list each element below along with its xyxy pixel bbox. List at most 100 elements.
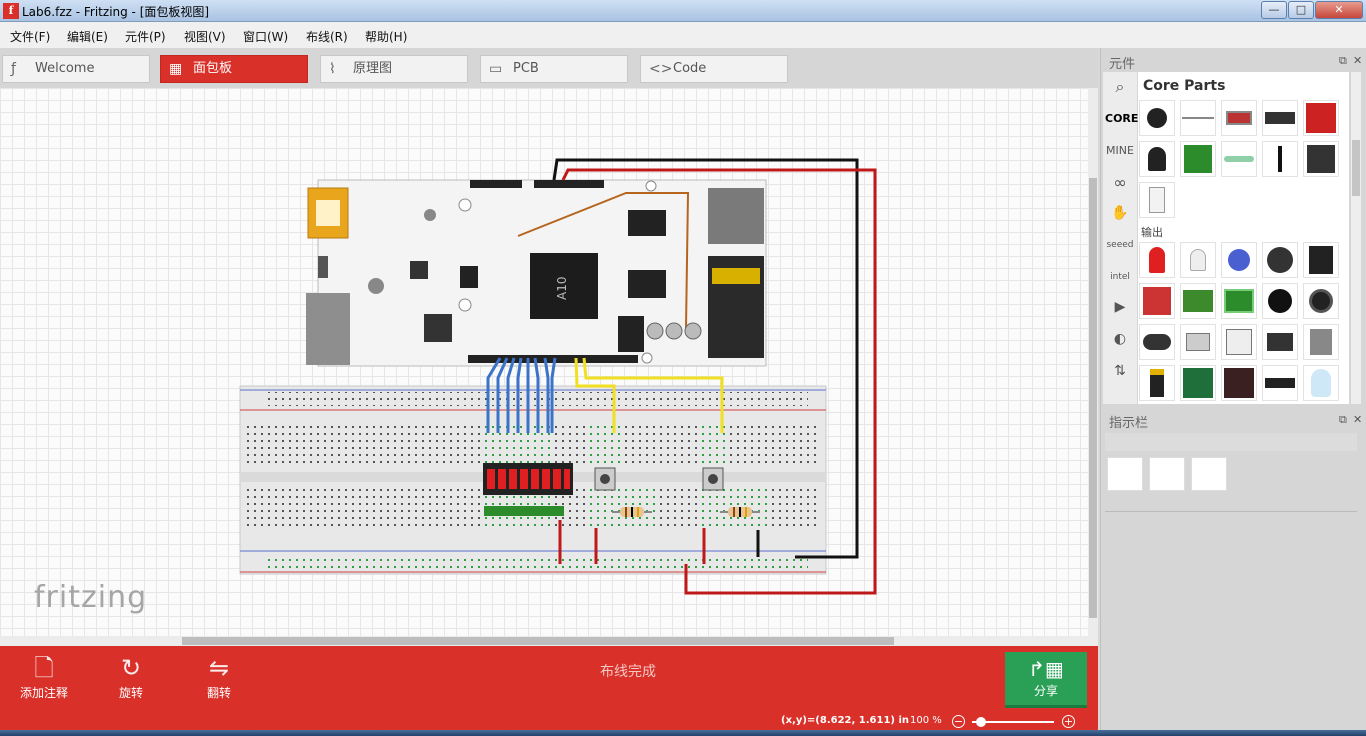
part-bulb[interactable]	[1303, 365, 1339, 401]
part-coil[interactable]	[1139, 324, 1175, 360]
view-tabs: ƒ Welcome ▦ 面包板 ⌇ 原理图 ▭ PCB <> Code	[0, 48, 1098, 88]
tab-label: Welcome	[35, 61, 95, 76]
inspector-image-1	[1107, 457, 1143, 491]
parts-scrollbar[interactable]	[1351, 72, 1361, 404]
zoom-slider[interactable]: − +	[950, 715, 1078, 729]
share-button[interactable]: ↱▦ 分享	[1005, 652, 1087, 708]
menu-routing[interactable]: 布线(R)	[306, 30, 348, 44]
part-motor[interactable]	[1180, 324, 1216, 360]
part-white-led[interactable]	[1180, 242, 1216, 278]
tab-pcb[interactable]: ▭ PCB	[480, 55, 628, 83]
share-icon: ↱▦	[1028, 657, 1064, 681]
scroll-thumb[interactable]	[1352, 140, 1360, 196]
menu-file[interactable]: 文件(F)	[10, 30, 51, 44]
rotate-button[interactable]: ↻ 旋转	[96, 652, 166, 708]
part-dark-module[interactable]	[1221, 365, 1257, 401]
float-icon[interactable]: ⧉	[1339, 54, 1347, 67]
scroll-thumb[interactable]	[182, 637, 894, 645]
black-wire[interactable]	[552, 158, 859, 559]
os-taskbar	[0, 730, 1366, 736]
search-icon[interactable]: ⌕	[1115, 77, 1125, 96]
blue-wires[interactable]	[486, 357, 557, 433]
led-bar-graph[interactable]	[483, 463, 573, 516]
part-led-ring[interactable]	[1262, 242, 1298, 278]
tab-welcome[interactable]: ƒ Welcome	[2, 55, 150, 83]
zoom-knob[interactable]	[976, 717, 986, 727]
part-stepper[interactable]	[1303, 324, 1339, 360]
resistor-1[interactable]	[612, 507, 652, 517]
part-pcb-module[interactable]	[1180, 141, 1216, 177]
part-ic[interactable]	[1262, 100, 1298, 136]
part-lm35[interactable]	[1139, 141, 1175, 177]
pushbutton-1[interactable]	[594, 467, 616, 491]
pushbutton-2[interactable]	[702, 467, 724, 491]
play-bin-icon[interactable]: ▶	[1114, 299, 1126, 315]
part-humidity[interactable]	[1139, 182, 1175, 218]
scroll-thumb[interactable]	[1089, 178, 1097, 618]
fritzing-f-icon: ƒ	[11, 61, 16, 77]
pcduino-board[interactable]: A10	[306, 179, 767, 367]
seeed-bin-icon[interactable]: seeed	[1106, 240, 1134, 250]
part-7segment[interactable]	[1303, 242, 1339, 278]
circuit-drawing[interactable]: A10	[0, 88, 1088, 638]
tab-schematic[interactable]: ⌇ 原理图	[320, 55, 468, 83]
menu-help[interactable]: 帮助(H)	[365, 30, 408, 44]
menu-window[interactable]: 窗口(W)	[243, 30, 289, 44]
flip-button[interactable]: ⇋ 翻转	[184, 652, 254, 708]
part-servo[interactable]	[1262, 324, 1298, 360]
close-button[interactable]: ✕	[1315, 1, 1363, 19]
part-module[interactable]	[1303, 100, 1339, 136]
part-battery[interactable]	[1139, 365, 1175, 401]
part-photocell[interactable]	[1221, 100, 1257, 136]
close-icon[interactable]: ✕	[1353, 54, 1363, 67]
parts-bin: Core Parts 输出	[1138, 72, 1349, 404]
add-note-label: 添加注释	[19, 686, 68, 700]
flip-icon: ⇋	[208, 654, 230, 682]
part-wire[interactable]	[1180, 100, 1216, 136]
menu-view[interactable]: 视图(V)	[184, 30, 226, 44]
rotate-label: 旋转	[118, 686, 143, 700]
part-chip[interactable]	[1262, 365, 1298, 401]
tab-code[interactable]: <> Code	[640, 55, 788, 83]
part-lcd-large[interactable]	[1221, 283, 1257, 319]
part-lcd[interactable]	[1180, 283, 1216, 319]
breadboard-canvas[interactable]: A10	[0, 88, 1088, 638]
contrib-bin-icon[interactable]: ◐	[1113, 331, 1127, 347]
arduino-bin-icon[interactable]: ∞	[1113, 173, 1127, 192]
part-joystick[interactable]	[1262, 141, 1298, 177]
tab-breadboard[interactable]: ▦ 面包板	[160, 55, 308, 83]
menu-part[interactable]: 元件(P)	[125, 30, 166, 44]
parts-panel-title: 元件	[1109, 57, 1136, 72]
part-rgb-led[interactable]	[1221, 242, 1257, 278]
part-potentiometer[interactable]	[1139, 100, 1175, 136]
yellow-wires[interactable]	[574, 357, 724, 433]
bin-tab-mine[interactable]: MINE	[1106, 144, 1134, 157]
bin-tab-core[interactable]: CORE	[1105, 112, 1139, 125]
zoom-in-icon[interactable]: +	[1062, 715, 1075, 728]
part-red-led[interactable]	[1139, 242, 1175, 278]
add-note-button[interactable]: 🗋 添加注释	[9, 652, 79, 708]
menu-edit[interactable]: 编辑(E)	[67, 30, 108, 44]
part-reed[interactable]	[1221, 141, 1257, 177]
part-speaker[interactable]	[1303, 283, 1339, 319]
part-green-module[interactable]	[1180, 365, 1216, 401]
close-icon[interactable]: ✕	[1353, 413, 1363, 426]
resistor-2[interactable]	[720, 507, 760, 517]
hand-bin-icon[interactable]: ✋	[1111, 205, 1129, 221]
inspector-image-3	[1191, 457, 1227, 491]
intel-bin-icon[interactable]: intel	[1110, 272, 1130, 282]
minimize-button[interactable]: —	[1261, 1, 1287, 19]
bin-title: Core Parts	[1143, 78, 1226, 94]
part-buzzer[interactable]	[1262, 283, 1298, 319]
red-wires[interactable]	[558, 168, 877, 595]
canvas-horizontal-scrollbar[interactable]	[0, 636, 1098, 646]
maximize-button[interactable]: □	[1288, 1, 1314, 19]
float-icon[interactable]: ⧉	[1339, 413, 1347, 426]
zoom-out-icon[interactable]: −	[952, 715, 965, 728]
canvas-vertical-scrollbar[interactable]	[1088, 88, 1098, 638]
part-rfid[interactable]	[1303, 141, 1339, 177]
inspector-title: 指示栏	[1109, 416, 1149, 431]
scroll-bins-icon[interactable]: ⇅	[1114, 363, 1126, 379]
part-driver[interactable]	[1221, 324, 1257, 360]
part-led-matrix[interactable]	[1139, 283, 1175, 319]
